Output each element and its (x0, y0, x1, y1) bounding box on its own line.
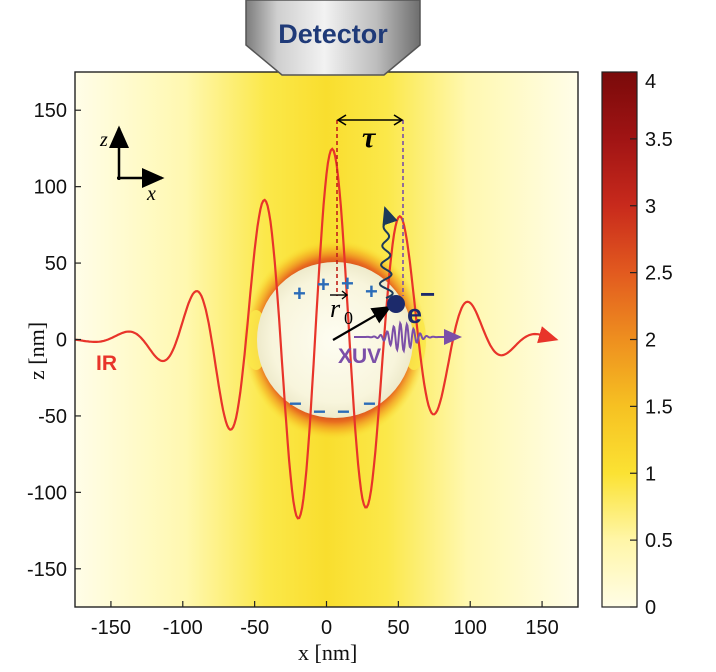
y-tick-label: -150 (27, 559, 67, 581)
y-tick-label: 150 (34, 100, 67, 122)
colorbar-tick-label: 3 (645, 196, 656, 218)
electron-charge: − (420, 279, 435, 309)
electron-dot (387, 295, 405, 313)
xuv-wave (354, 320, 462, 354)
ir-wave (75, 147, 559, 520)
colorbar-tick-label: 2 (645, 330, 656, 352)
y-axis-label: z [nm] (24, 322, 49, 380)
positive-charges: + + + + (293, 271, 378, 306)
x-tick-label: 0 (321, 617, 332, 639)
y-axis: 150 100 50 0 -50 -100 -150 (27, 100, 81, 581)
svg-text:+: + (365, 279, 378, 304)
svg-text:−: − (313, 399, 326, 424)
r0-vector (332, 305, 392, 341)
svg-text:x: x (146, 183, 156, 205)
svg-text:−: − (337, 399, 350, 424)
colorbar-ticks: 4 3.5 3 2.5 2 1.5 1 0.5 0 (630, 71, 673, 619)
colorbar-tick-label: 3.5 (645, 129, 673, 151)
colorbar-tick-label: 0.5 (645, 530, 673, 552)
colorbar-tick-label: 1.5 (645, 396, 673, 418)
negative-charges: − − − − (289, 391, 376, 424)
svg-text:−: − (363, 391, 376, 416)
detector-label: Detector (278, 19, 388, 49)
colorbar-tick-label: 2.5 (645, 263, 673, 285)
ir-label: IR (96, 352, 117, 375)
y-tick-label: 0 (56, 330, 67, 352)
colorbar-tick-label: 0 (645, 597, 656, 619)
detector: Detector (245, 0, 421, 76)
y-tick-label: 100 (34, 177, 67, 199)
x-axis-label: x [nm] (298, 640, 357, 665)
x-tick-label: -50 (240, 617, 269, 639)
coordinate-indicator: z x (99, 125, 165, 205)
y-tick-label: -100 (27, 482, 67, 504)
x-tick-label: 100 (454, 617, 487, 639)
x-axis: -150 -100 -50 0 50 100 150 (91, 601, 559, 639)
electron-trajectory (378, 206, 398, 299)
svg-text:+: + (317, 272, 330, 297)
x-tick-label: 150 (525, 617, 558, 639)
colorbar-tick-label: 1 (645, 463, 656, 485)
x-tick-label: 50 (387, 617, 409, 639)
svg-text:+: + (341, 271, 354, 296)
tau-label: τ (362, 121, 377, 154)
svg-text:r: r (330, 294, 341, 323)
svg-text:+: + (293, 281, 306, 306)
svg-text:−: − (289, 391, 302, 416)
colorbar-tick-label: 4 (645, 71, 656, 93)
svg-text:z: z (99, 129, 108, 151)
xuv-label: XUV (338, 345, 381, 368)
y-tick-label: 50 (45, 253, 67, 275)
svg-text:0: 0 (344, 308, 353, 328)
electron-label: e (407, 299, 422, 329)
r0-label: r 0 (330, 290, 353, 328)
y-tick-label: -50 (38, 406, 67, 428)
x-tick-label: -100 (163, 617, 203, 639)
x-tick-label: -150 (91, 617, 131, 639)
